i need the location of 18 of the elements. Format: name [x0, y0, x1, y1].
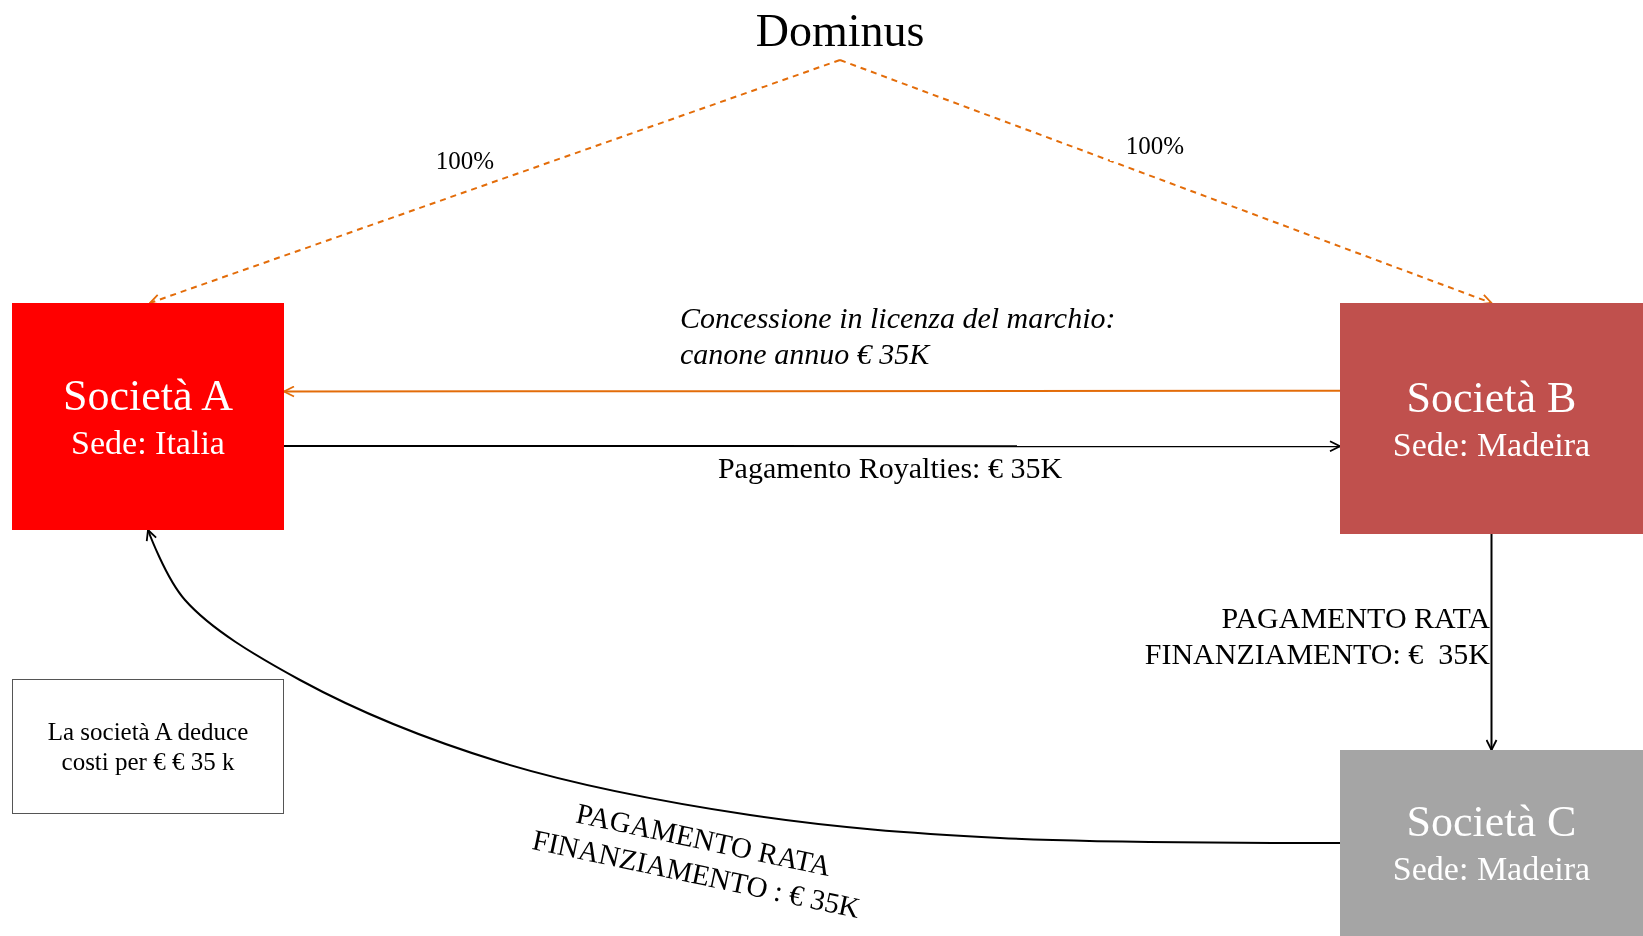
- arrow: [839, 59, 1493, 306]
- company-name: Società A: [62, 369, 234, 422]
- company-name: Società C: [1405, 796, 1578, 849]
- title-text: Dominus: [740, 0, 940, 60]
- location-text: Sede: Madeira: [1391, 849, 1592, 889]
- location-text: Sede: Madeira: [1391, 424, 1592, 465]
- company-name: Società B: [1405, 371, 1578, 424]
- location-text: Sede: Italia: [70, 422, 226, 463]
- arrow: [148, 59, 841, 306]
- company-box: [12, 303, 284, 530]
- company-box: [1340, 750, 1643, 936]
- arrow: [1485, 533, 1498, 751]
- arrow: [145, 529, 1341, 844]
- note-box: [12, 679, 284, 814]
- arrow: [283, 440, 1341, 453]
- note-text: La società A deduce costi per € € 35 k: [46, 716, 250, 777]
- arrow: [283, 385, 1341, 398]
- company-box: [1340, 303, 1643, 534]
